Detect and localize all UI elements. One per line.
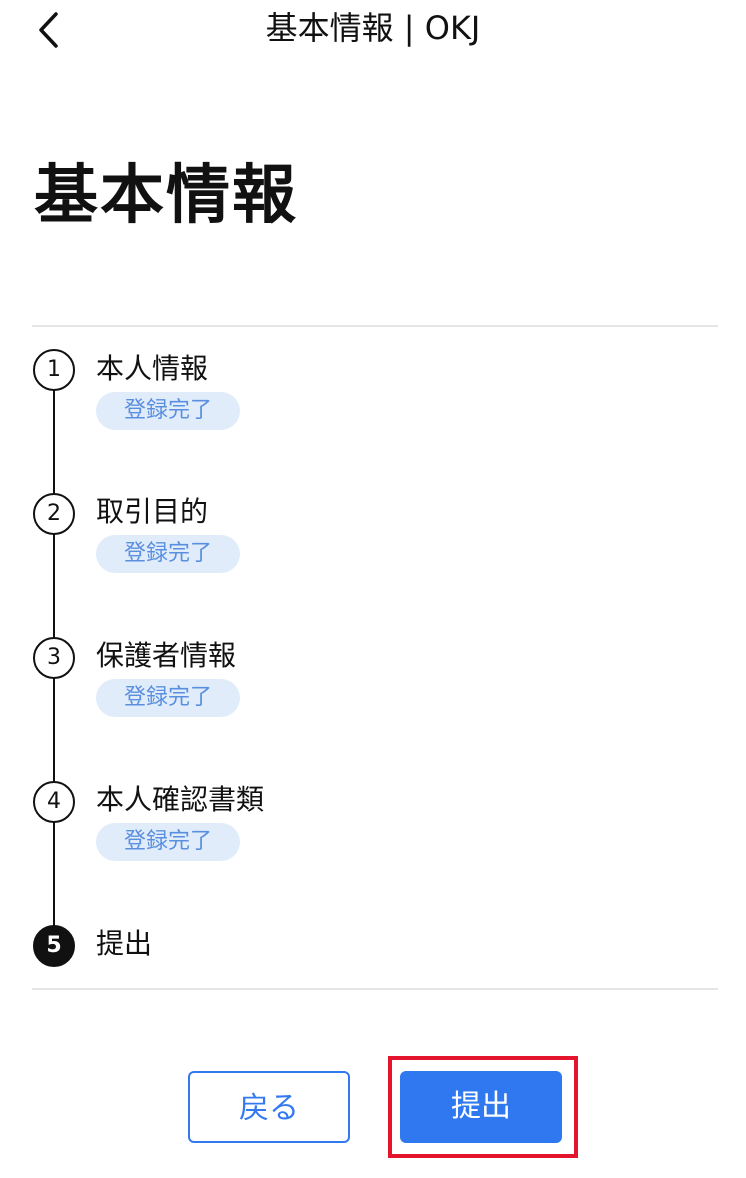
- step-number-circle: 4: [33, 781, 75, 823]
- status-badge: 登録完了: [96, 535, 240, 573]
- divider-top: [32, 325, 718, 327]
- status-badge: 登録完了: [96, 823, 240, 861]
- status-badge: 登録完了: [96, 679, 240, 717]
- back-nav-button[interactable]: [24, 6, 72, 54]
- back-button[interactable]: 戻る: [188, 1071, 350, 1143]
- status-badge: 登録完了: [96, 392, 240, 430]
- step-label: 提出: [96, 927, 153, 960]
- step-number-circle: 5: [33, 925, 75, 967]
- step-number-circle: 1: [33, 349, 75, 391]
- chevron-left-icon: [39, 12, 58, 48]
- top-nav-bar: 基本情報 | OKJ: [0, 0, 746, 64]
- page-title: 基本情報: [34, 159, 298, 233]
- step-label: 保護者情報: [96, 639, 237, 672]
- step-label: 本人情報: [96, 352, 209, 385]
- divider-bottom: [32, 988, 718, 990]
- step-number-circle: 3: [33, 637, 75, 679]
- step-label: 取引目的: [96, 495, 209, 528]
- step-label: 本人確認書類: [96, 783, 265, 816]
- step-number-circle: 2: [33, 493, 75, 535]
- highlight-box: [388, 1056, 578, 1158]
- nav-title: 基本情報 | OKJ: [265, 9, 481, 47]
- submit-button[interactable]: 提出: [400, 1071, 562, 1143]
